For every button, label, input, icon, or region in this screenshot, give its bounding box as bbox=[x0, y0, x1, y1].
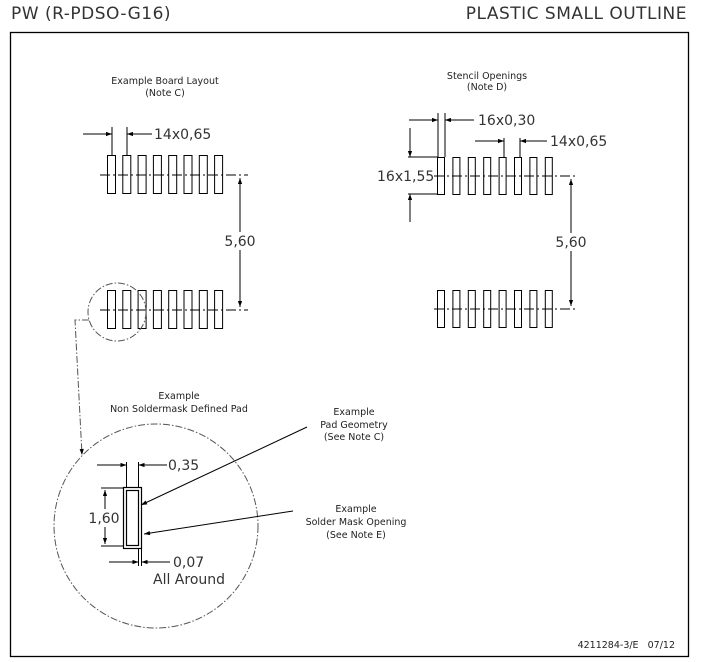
stencil-title: Stencil Openings bbox=[447, 71, 527, 82]
solder-mask-callout-line2: Solder Mask Opening bbox=[306, 517, 407, 528]
stencil-spacing-label-bg bbox=[553, 233, 589, 251]
stencil-note: (Note D) bbox=[467, 82, 507, 93]
solder-mask-callout-line1: Example bbox=[335, 504, 376, 515]
pad-geometry-callout-line1: Example bbox=[333, 407, 374, 418]
stencil-width-label: 16x0,30 bbox=[478, 113, 535, 129]
pad-length-label-bg bbox=[89, 509, 121, 527]
clearance-note: All Around bbox=[153, 572, 225, 588]
board-pitch-label: 14x0,65 bbox=[154, 127, 211, 143]
solder-mask-leader bbox=[143, 510, 294, 536]
pad-geometry-callout-line2: Pad Geometry bbox=[320, 420, 388, 431]
package-type-title: PLASTIC SMALL OUTLINE bbox=[465, 4, 687, 24]
clearance-label: 0,07 bbox=[173, 555, 204, 571]
stencil-spacing-label: 5,60 bbox=[555, 235, 586, 251]
drawing-frame bbox=[9, 31, 690, 658]
pad-geometry-callout-line3: (See Note C) bbox=[324, 432, 384, 443]
detail-title-line1: Example bbox=[158, 391, 199, 402]
board-layout-note: (Note C) bbox=[145, 88, 185, 99]
board-pad-row-bottom bbox=[107, 290, 224, 329]
pad-width-label: 0,35 bbox=[168, 458, 199, 474]
board-layout-title: Example Board Layout bbox=[111, 76, 219, 87]
drawing-number: 4211284-3/E 07/12 bbox=[578, 640, 675, 651]
board-spacing-label-bg bbox=[222, 232, 258, 250]
pad-geometry-leader bbox=[140, 426, 308, 506]
detail-callout-circle bbox=[87, 282, 147, 342]
pad-geometry bbox=[125, 489, 140, 547]
detail-leader-line bbox=[74, 319, 89, 456]
solder-mask-callout-line3: (See Note E) bbox=[326, 530, 386, 541]
detail-title-line2: Non Soldermask Defined Pad bbox=[110, 404, 248, 415]
solder-mask-opening bbox=[122, 486, 143, 550]
stencil-length-label: 16x1,55 bbox=[377, 169, 434, 185]
package-code-title: PW (R-PDSO-G16) bbox=[11, 4, 172, 24]
pad-length-label: 1,60 bbox=[88, 511, 119, 527]
stencil-pitch-label: 14x0,65 bbox=[550, 134, 607, 150]
board-spacing-label: 5,60 bbox=[224, 234, 255, 250]
detail-enlarged-circle bbox=[53, 423, 259, 629]
